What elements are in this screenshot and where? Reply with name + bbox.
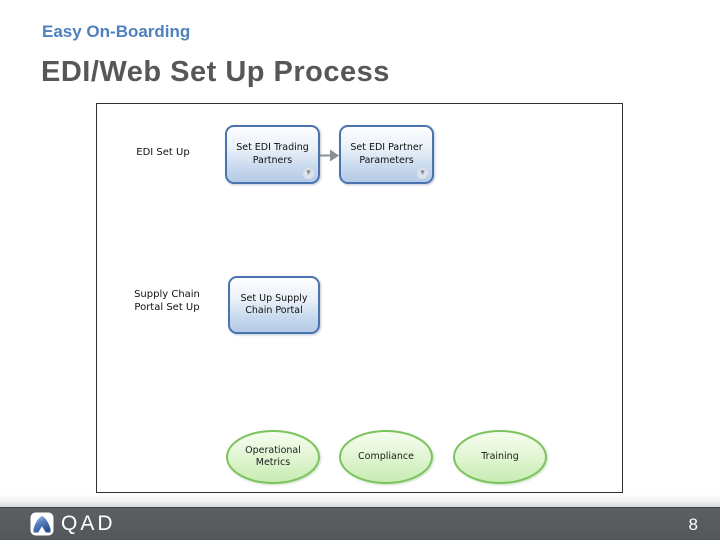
node-text-line: Chain Portal (245, 305, 303, 316)
section-label-line: Portal Set Up (134, 301, 200, 313)
ellipse-text-line: Operational (245, 444, 301, 456)
section-label-supply-chain-portal: Supply Chain Portal Set Up (117, 289, 217, 314)
node-text-line: Set Up Supply (240, 292, 308, 304)
node-set-edi-partner-parameters: Set EDI Partner Parameters ▾ (339, 125, 434, 184)
slide-header: Easy On-Boarding (42, 22, 191, 41)
expander-icon: ▾ (303, 168, 314, 179)
ellipse-text-line: Training (481, 450, 519, 462)
ellipse-training: Training (453, 430, 547, 484)
node-set-edi-trading-partners: Set EDI Trading Partners ▾ (225, 125, 320, 184)
section-label-edi-setup: EDI Set Up (115, 147, 211, 160)
qad-logo: QAD (30, 512, 116, 536)
node-text-line: Parameters (359, 154, 414, 166)
expander-icon: ▾ (417, 168, 428, 179)
section-label-line: Supply Chain (134, 289, 200, 300)
node-text-line: Set EDI Trading (236, 142, 309, 154)
footer-bar: QAD 8 (0, 507, 720, 540)
node-text-line: Partners (252, 154, 293, 166)
ellipse-text-line: Metrics (255, 457, 291, 468)
page-number: 8 (688, 515, 698, 534)
node-set-up-supply-chain-portal: Set Up Supply Chain Portal (228, 276, 320, 334)
ellipse-text-line: Compliance (358, 450, 414, 462)
qad-mountain-icon (30, 512, 54, 536)
section-label-line: EDI Set Up (136, 147, 190, 158)
flow-arrow-icon (320, 149, 339, 162)
ellipse-compliance: Compliance (339, 430, 433, 484)
ellipse-operational-metrics: Operational Metrics (226, 430, 320, 484)
slide-title: EDI/Web Set Up Process (41, 56, 390, 88)
node-text-line: Set EDI Partner (350, 142, 423, 154)
diagram-panel: EDI Set Up Set EDI Trading Partners ▾ Se… (96, 103, 623, 493)
qad-logo-text: QAD (61, 512, 116, 535)
footer-shadow-strip (0, 494, 720, 507)
